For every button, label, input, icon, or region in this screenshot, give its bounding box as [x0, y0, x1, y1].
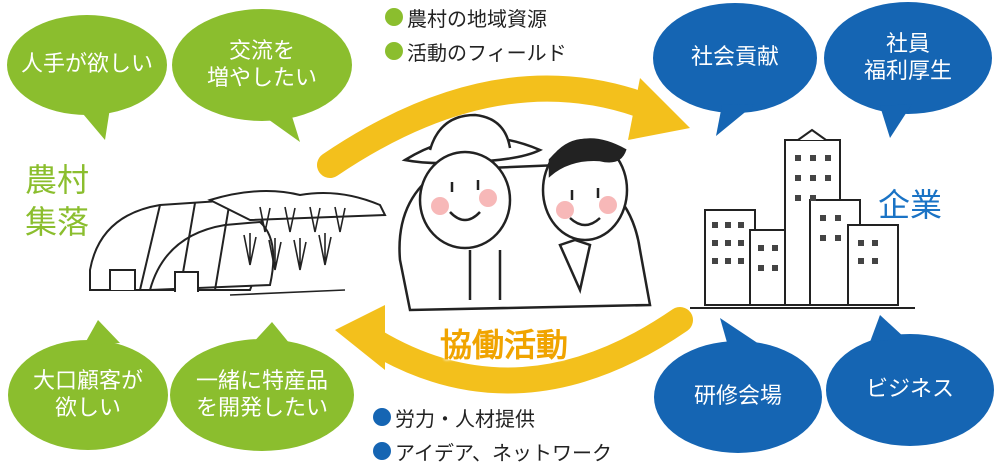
company-bubble-3: 研修会場	[693, 384, 782, 410]
green-bullet-icon	[385, 42, 403, 60]
company-bubble-shape-3	[654, 318, 822, 453]
arrow-to-company	[317, 75, 690, 178]
village-offer-item: 農村の地域資源	[385, 0, 567, 34]
village-offer-text: 農村の地域資源	[407, 6, 547, 31]
company-bubble-4: ビジネス	[865, 377, 954, 403]
company-label: 企業	[878, 186, 943, 224]
village-offers-list: 農村の地域資源 活動のフィールド	[385, 0, 567, 68]
company-bubble-shape-1	[653, 3, 817, 136]
company-offer-text: 労力・人材提供	[395, 406, 535, 431]
rice-field-illustration	[229, 206, 346, 296]
greenhouse-illustration	[89, 190, 387, 292]
green-bullet-icon	[385, 8, 403, 26]
collaboration-title: 協働活動	[440, 326, 569, 364]
farmer-businessman-illustration	[398, 113, 652, 312]
company-bubble-shape-2	[824, 2, 992, 138]
village-bubble-1: 人手が欲しい	[20, 52, 153, 78]
village-bubble-shape-4	[170, 322, 354, 451]
blue-bullet-icon	[373, 442, 391, 460]
city-buildings-illustration	[690, 128, 915, 309]
blue-bullet-icon	[373, 408, 391, 426]
village-bubble-shape-2	[172, 9, 352, 142]
company-bubble-shape-4	[826, 315, 994, 446]
arrow-to-village	[335, 305, 693, 394]
company-bubble-2: 社員 福利厚生	[863, 31, 952, 85]
village-bubble-3: 大口顧客が 欲しい	[32, 368, 143, 422]
company-offer-item: アイデア、ネットワーク	[373, 434, 612, 468]
village-label: 農村 集落	[25, 161, 90, 241]
village-offer-text: 活動のフィールド	[407, 40, 567, 65]
village-bubble-2: 交流を 増やしたい	[206, 38, 317, 92]
village-bubble-shape-3	[8, 320, 168, 450]
village-bubble-shape-1	[7, 15, 167, 140]
company-offer-text: アイデア、ネットワーク	[395, 440, 612, 465]
company-offer-item: 労力・人材提供	[373, 400, 612, 434]
village-offer-item: 活動のフィールド	[385, 34, 567, 68]
village-bubble-4: 一緒に特産品 を開発したい	[195, 368, 328, 422]
company-bubble-1: 社会貢献	[690, 44, 779, 70]
company-offers-list: 労力・人材提供 アイデア、ネットワーク	[373, 400, 612, 468]
